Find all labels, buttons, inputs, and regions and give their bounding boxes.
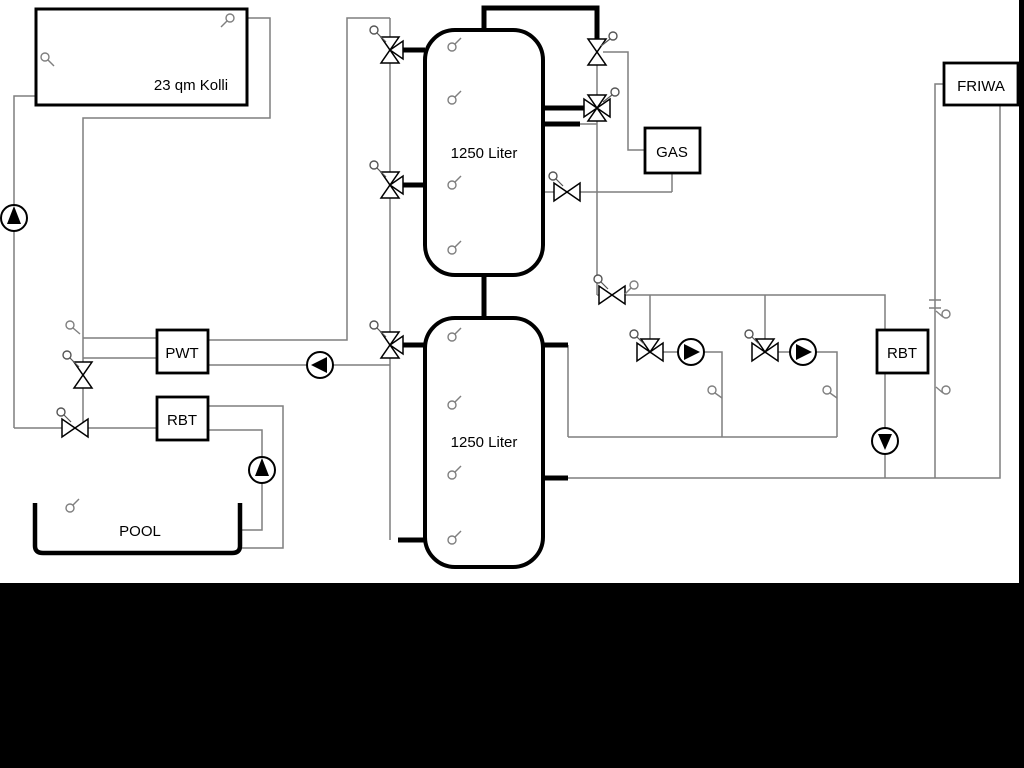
sensor-circuit1-icon: [707, 385, 723, 399]
valve-tank1-mid-icon: [369, 160, 404, 199]
pump-circuit2-icon: [789, 338, 817, 366]
sensor-tank2-1-icon: [447, 327, 462, 342]
rbt-left: RBT: [155, 395, 210, 442]
pump-pool-icon: [248, 456, 276, 484]
pipe-return-header: [567, 345, 837, 438]
tank-top-body: [423, 28, 545, 277]
right-edge-mask: [1019, 0, 1024, 583]
piping-thick: [398, 5, 600, 543]
valves: [56, 25, 779, 439]
sensor-tank1-4-icon: [447, 240, 462, 255]
pool-label: POOL: [119, 523, 161, 540]
pipe-pwt-right-riser: [208, 17, 390, 341]
flow-ticks: [929, 299, 941, 309]
valve-mixing2-icon: [744, 329, 779, 363]
pipe-circuit1-flow: [638, 351, 723, 437]
pipe-left-riser: [13, 95, 36, 428]
sensor-friwa-2-icon: [935, 385, 951, 395]
pumps: [0, 204, 899, 484]
pipe-friwa-hot: [934, 83, 943, 478]
valve-distribution-icon: [593, 274, 626, 306]
rbt-right-label: RBT: [887, 345, 917, 362]
buffer-tank-top: 1250 Liter: [423, 28, 545, 277]
friwa-label: FRIWA: [957, 78, 1005, 95]
pipe-circuit2-flow: [753, 351, 838, 437]
sensor-tank2-2-icon: [447, 395, 462, 410]
sensors: [40, 13, 951, 545]
gas-label: GAS: [656, 144, 688, 161]
sensor-tank2-4-icon: [447, 530, 462, 545]
pipe-collector-supply: [82, 17, 271, 428]
gas-box: [643, 126, 702, 175]
pump-pwt-icon: [306, 351, 334, 379]
pipe-gas-supply: [603, 51, 645, 151]
valve-tank2-top-icon: [369, 320, 404, 359]
valve-solar-pwt-icon: [62, 350, 94, 389]
heat-exchanger-pwt: PWT: [155, 328, 210, 375]
gas-boiler: GAS: [643, 126, 702, 175]
rbt-left-label: RBT: [167, 412, 197, 429]
sensor-tank1-2-icon: [447, 90, 462, 105]
sensor-tank1-1-icon: [447, 37, 462, 52]
pwt-box: [155, 328, 210, 375]
pump-rbt-right-icon: [871, 427, 899, 455]
valve-top-right-icon: [586, 31, 618, 66]
sensor-tank1-3-icon: [447, 175, 462, 190]
collector-box: [34, 7, 249, 107]
friwa-station: FRIWA: [942, 61, 1020, 107]
tank-bottom-label: 1250 Liter: [451, 434, 518, 451]
valve-gas-return-icon: [548, 171, 581, 203]
sensor-collector-top-icon: [220, 13, 235, 28]
solar-collector: 23 qm Kolli: [34, 7, 249, 107]
sensor-distribution-icon: [624, 280, 639, 295]
valve-cross-icon: [583, 87, 620, 122]
buffer-tank-bottom: 1250 Liter: [423, 316, 545, 569]
sensor-friwa-1-icon: [935, 309, 951, 319]
bottom-mask: [0, 583, 1024, 768]
valve-tank1-top-icon: [369, 25, 404, 64]
tank-top-label: 1250 Liter: [451, 145, 518, 162]
valve-solar-rbt-icon: [56, 407, 89, 439]
sensor-circuit2-icon: [822, 385, 838, 399]
sensor-tank2-3-icon: [447, 465, 462, 480]
sensor-solar-line-icon: [65, 320, 81, 335]
collector-label: 23 qm Kolli: [154, 77, 228, 94]
pool-walls: [32, 503, 243, 556]
sensor-collector-left-icon: [40, 52, 55, 67]
pool-basin: POOL: [32, 503, 243, 556]
pipe-distribution: [597, 294, 886, 330]
rbt-right-box: [875, 328, 930, 375]
rbt-left-box: [155, 395, 210, 442]
pipe-friwa-cold: [568, 105, 1001, 479]
tank-bottom-body: [423, 316, 545, 569]
pwt-label: PWT: [165, 345, 198, 362]
piping-thin: [13, 17, 1001, 549]
pump-circuit1-icon: [677, 338, 705, 366]
rbt-right: RBT: [875, 328, 930, 375]
pump-solar-icon: [0, 204, 28, 232]
sensor-pool-icon: [65, 498, 80, 513]
pipe-pool-return: [208, 405, 284, 549]
friwa-box: [942, 61, 1020, 107]
pipe-tank-top-header: [481, 5, 600, 40]
valve-mixing1-icon: [629, 329, 664, 363]
